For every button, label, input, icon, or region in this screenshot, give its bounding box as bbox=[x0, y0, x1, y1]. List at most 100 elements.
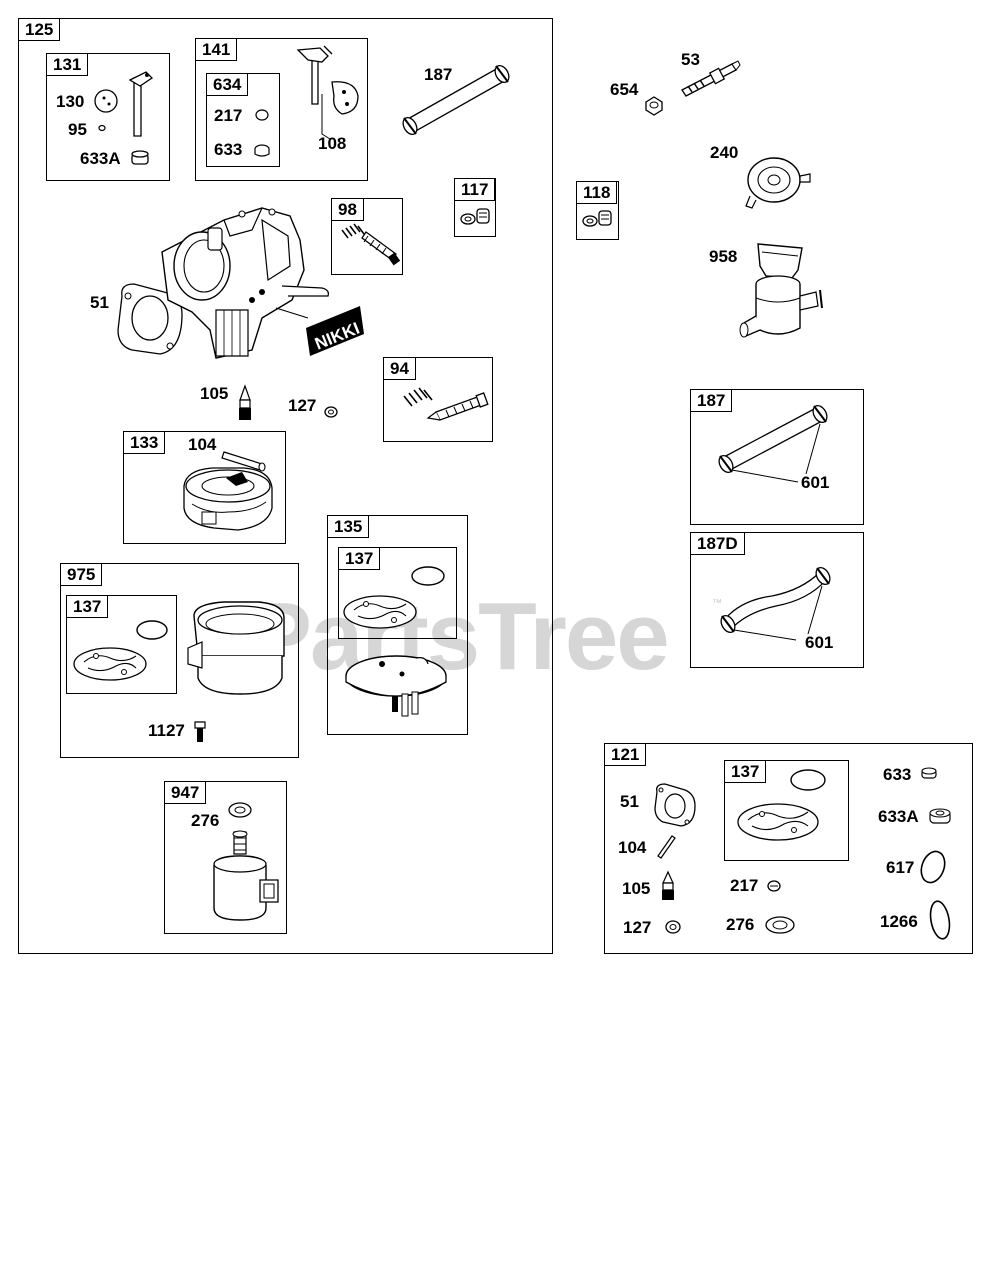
callout-217[interactable]: 217 bbox=[214, 106, 243, 125]
kit-callout-633[interactable]: 633 bbox=[883, 765, 912, 784]
carburetor-body-icon bbox=[112, 200, 372, 368]
group-187d: 187D bbox=[690, 532, 864, 668]
gasket-kit-135-icon bbox=[340, 560, 455, 735]
callout-105[interactable]: 105 bbox=[200, 384, 229, 403]
group-135-tag[interactable]: 135 bbox=[327, 515, 370, 538]
kit-callout-217[interactable]: 217 bbox=[730, 876, 759, 895]
group-135: 135 bbox=[327, 515, 468, 735]
callout-601-b[interactable]: 601 bbox=[805, 633, 834, 652]
callout-51[interactable]: 51 bbox=[90, 293, 109, 312]
group-187d-tag[interactable]: 187D bbox=[690, 532, 745, 555]
group-125: 125 bbox=[18, 18, 553, 954]
group-975: 975 bbox=[60, 563, 299, 758]
group-94: 94 bbox=[383, 357, 493, 442]
group-121: 121 bbox=[604, 743, 973, 954]
kit-callout-633a[interactable]: 633A bbox=[878, 807, 919, 826]
group-141: 141 bbox=[195, 38, 368, 181]
fuel-line-187d-icon bbox=[712, 560, 838, 650]
bolt-1127-icon bbox=[193, 720, 207, 742]
group-634: 634 bbox=[206, 73, 280, 167]
seat-127-icon bbox=[323, 404, 339, 420]
kit-washer-633-icon bbox=[920, 766, 938, 782]
group-137-in-975-tag[interactable]: 137 bbox=[66, 595, 109, 618]
callout-958[interactable]: 958 bbox=[709, 247, 738, 266]
watermark-trademark: ™ bbox=[712, 598, 722, 609]
kit-callout-1266[interactable]: 1266 bbox=[880, 912, 918, 931]
group-137-in-121: 137 bbox=[724, 760, 849, 861]
gasket-kit-121-icon bbox=[728, 764, 846, 858]
watermark: PartsTree bbox=[248, 583, 670, 690]
group-121-tag[interactable]: 121 bbox=[604, 743, 647, 766]
fuel-line-187-icon bbox=[712, 398, 838, 484]
group-947: 947 bbox=[164, 781, 287, 934]
kit-needle-105-icon bbox=[662, 870, 674, 900]
callout-654[interactable]: 654 bbox=[610, 80, 639, 99]
group-634-tag[interactable]: 634 bbox=[206, 73, 249, 96]
kit-clip-217-icon bbox=[766, 878, 782, 894]
kit-callout-127[interactable]: 127 bbox=[623, 918, 652, 937]
callout-130[interactable]: 130 bbox=[56, 92, 85, 111]
group-137-in-135-tag[interactable]: 137 bbox=[338, 547, 381, 570]
group-117: 117 bbox=[454, 178, 496, 237]
group-98-tag[interactable]: 98 bbox=[331, 198, 364, 221]
fitting-117-icon bbox=[459, 205, 493, 231]
group-131-tag[interactable]: 131 bbox=[46, 53, 89, 76]
group-975-tag[interactable]: 975 bbox=[60, 563, 103, 586]
group-187-tag[interactable]: 187 bbox=[690, 389, 733, 412]
nut-654-icon bbox=[642, 94, 666, 118]
kit-callout-51[interactable]: 51 bbox=[620, 792, 639, 811]
callout-95[interactable]: 95 bbox=[68, 120, 87, 139]
callout-127[interactable]: 127 bbox=[288, 396, 317, 415]
group-133: 133 bbox=[123, 431, 286, 544]
callout-187-top[interactable]: 187 bbox=[424, 65, 453, 84]
kit-callout-104[interactable]: 104 bbox=[618, 838, 647, 857]
kit-callout-276[interactable]: 276 bbox=[726, 915, 755, 934]
mixture-screw-icon bbox=[400, 386, 490, 432]
gasket-kit-975-icon bbox=[68, 612, 176, 692]
group-125-tag[interactable]: 125 bbox=[18, 18, 61, 41]
kit-seat-127-icon bbox=[664, 918, 682, 936]
callout-601-a[interactable]: 601 bbox=[801, 473, 830, 492]
float-bowl-icon bbox=[184, 598, 290, 698]
kit-callout-105[interactable]: 105 bbox=[622, 879, 651, 898]
group-98: 98 bbox=[331, 198, 403, 275]
fuel-filter-240-icon bbox=[740, 150, 814, 210]
fuel-line-icon bbox=[396, 60, 521, 140]
callout-633[interactable]: 633 bbox=[214, 140, 243, 159]
callout-276[interactable]: 276 bbox=[191, 811, 220, 830]
solenoid-icon bbox=[206, 798, 284, 926]
group-137-in-135: 137 bbox=[338, 547, 457, 639]
group-118: 118 bbox=[576, 181, 619, 240]
group-947-tag[interactable]: 947 bbox=[164, 781, 207, 804]
kit-washer-633a-icon bbox=[928, 806, 952, 828]
needle-105-icon bbox=[239, 384, 251, 420]
group-117-tag[interactable]: 117 bbox=[454, 178, 496, 201]
callout-53[interactable]: 53 bbox=[681, 50, 700, 69]
fuel-shutoff-958-icon bbox=[736, 240, 826, 360]
kit-callout-617[interactable]: 617 bbox=[886, 858, 915, 877]
fitting-118-icon bbox=[581, 207, 615, 233]
kit-oring-617-icon bbox=[918, 848, 948, 886]
group-137-in-121-tag[interactable]: 137 bbox=[724, 760, 767, 783]
group-187: 187 bbox=[690, 389, 864, 525]
group-118-tag[interactable]: 118 bbox=[576, 181, 618, 204]
callout-108[interactable]: 108 bbox=[318, 134, 347, 153]
callout-633a[interactable]: 633A bbox=[80, 149, 121, 168]
float-133-icon bbox=[178, 438, 282, 532]
kit-pin-104-icon bbox=[654, 832, 678, 860]
callout-240[interactable]: 240 bbox=[710, 143, 739, 162]
idle-screw-icon bbox=[338, 224, 401, 266]
group-137-in-975: 137 bbox=[66, 595, 177, 694]
group-94-tag[interactable]: 94 bbox=[383, 357, 416, 380]
fuel-fitting-53-icon bbox=[678, 56, 744, 100]
kit-gasket-51-icon bbox=[651, 782, 699, 828]
kit-oring-1266-icon bbox=[926, 898, 954, 942]
nikki-label-icon: NIKKI bbox=[306, 306, 364, 356]
group-131: 131 bbox=[46, 53, 170, 181]
group-141-tag[interactable]: 141 bbox=[195, 38, 238, 61]
throttle-shaft-icon bbox=[90, 66, 165, 176]
callout-104[interactable]: 104 bbox=[188, 435, 217, 454]
group-133-tag[interactable]: 133 bbox=[123, 431, 166, 454]
kit-ring-276-icon bbox=[764, 914, 796, 936]
callout-1127[interactable]: 1127 bbox=[148, 721, 185, 740]
